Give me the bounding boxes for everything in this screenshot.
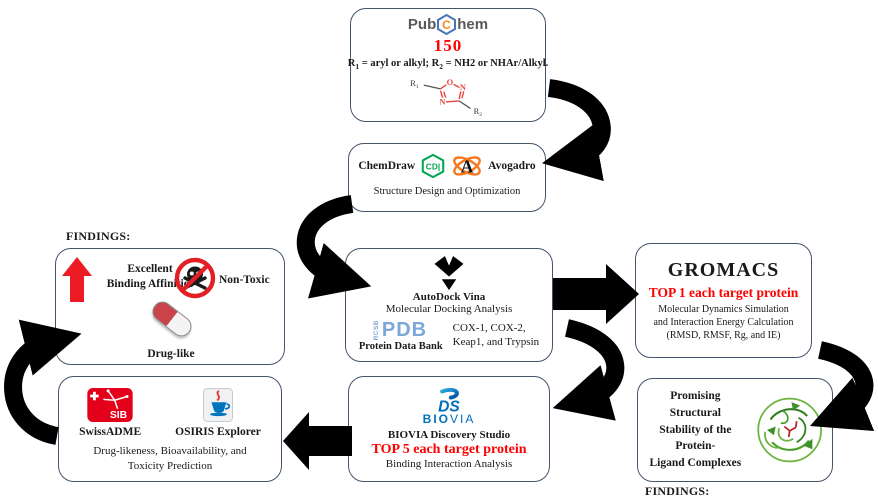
pdb-wordmark: PDB [381, 319, 428, 342]
svg-text:C: C [442, 18, 451, 32]
flow-arrow-pubchem-to-design [542, 79, 611, 182]
pubchem-logo: Pub C hem [408, 14, 488, 35]
md-caption: Molecular Dynamics Simulation and Intera… [653, 303, 794, 342]
svg-text:N: N [460, 83, 466, 92]
finding-nontoxic: Non-Toxic [219, 274, 270, 286]
pubchem-box: Pub C hem 150 R1 = aryl or alkyl; R2 = N… [347, 8, 549, 122]
design-caption: Structure Design and Optimization [373, 186, 521, 197]
svg-text:DS: DS [438, 398, 460, 414]
avogadro-atom-icon: A [453, 156, 482, 176]
osiris-block: OSIRIS Explorer [175, 388, 261, 438]
findings-label-right: FINDINGS: [645, 484, 710, 498]
rcsb-text: RCSB [373, 320, 381, 341]
flow-arrow-interaction-to-admet [283, 412, 352, 470]
md-tool-name: GROMACS [667, 258, 780, 281]
finding-druglike: Drug-like [147, 348, 195, 360]
interaction-tool-name: BIOVIA Discovery Studio [387, 429, 511, 441]
svg-text:R2: R2 [474, 107, 483, 116]
svg-text:SIB: SIB [110, 410, 128, 421]
svg-text:CD|: CD| [426, 161, 440, 171]
admet-caption: Drug-likeness, Bioavailability, and Toxi… [93, 445, 247, 472]
sib-logo-icon: SIB [87, 388, 133, 423]
chemdraw-label: ChemDraw [358, 159, 416, 172]
stability-text: Promising Structural Stability of the Pr… [649, 390, 742, 469]
svg-text:O: O [447, 78, 454, 87]
pdb-name: Protein Data Bank [358, 341, 443, 353]
java-cup-icon [202, 388, 233, 423]
autodock-vina-icon [434, 253, 464, 291]
admet-box: SIB SwissADME OSIRIS Explorer Drug-liken… [58, 376, 282, 482]
interaction-caption: Binding Interaction Analysis [385, 458, 513, 470]
swissadme-label: SwissADME [79, 426, 142, 439]
docking-targets: COX-1, COX-2, Keap1, and Trypsin [452, 322, 540, 349]
md-box: GROMACS TOP 1 each target protein Molecu… [635, 243, 812, 358]
biovia-3ds-logo-icon: DS [438, 388, 460, 414]
docking-box: AutoDock Vina Molecular Docking Analysis… [345, 248, 553, 362]
svg-text:A: A [461, 156, 474, 176]
interaction-highlight: TOP 5 each target protein [371, 442, 527, 457]
osiris-label: OSIRIS Explorer [175, 426, 261, 439]
finding-binding: Excellent Binding Affinities [106, 263, 194, 290]
substituent-definition: R1 = aryl or alkyl; R2 = NH2 or NHAr/Alk… [347, 58, 549, 72]
flow-arrow-docking-to-interaction [552, 319, 625, 421]
compound-count: 150 [433, 36, 463, 55]
interaction-box: DS BIOVIA BIOVIA Discovery Studio TOP 5 … [348, 376, 550, 482]
flow-arrow-docking-to-md [553, 264, 639, 324]
protein-structure-image [757, 397, 822, 463]
oxadiazole-structure: O N N R1 R2 [410, 77, 483, 116]
pubchem-hexagon-icon: C [437, 14, 457, 35]
biovia-wordmark: BIOVIA [422, 412, 476, 426]
capsule-icon [148, 297, 196, 341]
svg-text:R1: R1 [410, 79, 419, 90]
findings-label-left: FINDINGS: [66, 229, 131, 243]
docking-tool-name: AutoDock Vina [412, 291, 486, 303]
md-highlight: TOP 1 each target protein [648, 284, 799, 300]
design-box: ChemDraw CD| A Avogadro Structure Design… [348, 143, 546, 212]
pubchem-logo-hem: hem [457, 16, 489, 33]
findings-box: Excellent Binding Affinities Non-Toxic D… [55, 248, 285, 365]
avogadro-label: Avogadro [488, 159, 536, 172]
stability-box: Promising Structural Stability of the Pr… [637, 378, 833, 482]
rcsb-pdb-logo: RCSB PDB Protein Data Bank [359, 320, 443, 352]
up-arrow-icon [62, 257, 92, 302]
chemdraw-hexagon-icon: CD| [421, 153, 445, 178]
non-toxic-icon [174, 257, 216, 299]
swissadme-block: SIB SwissADME [79, 388, 141, 438]
pubchem-logo-pub: Pub [407, 16, 437, 33]
docking-caption: Molecular Docking Analysis [385, 303, 513, 315]
flow-arrow-admet-to-findings [4, 319, 82, 445]
svg-text:N: N [439, 98, 445, 107]
